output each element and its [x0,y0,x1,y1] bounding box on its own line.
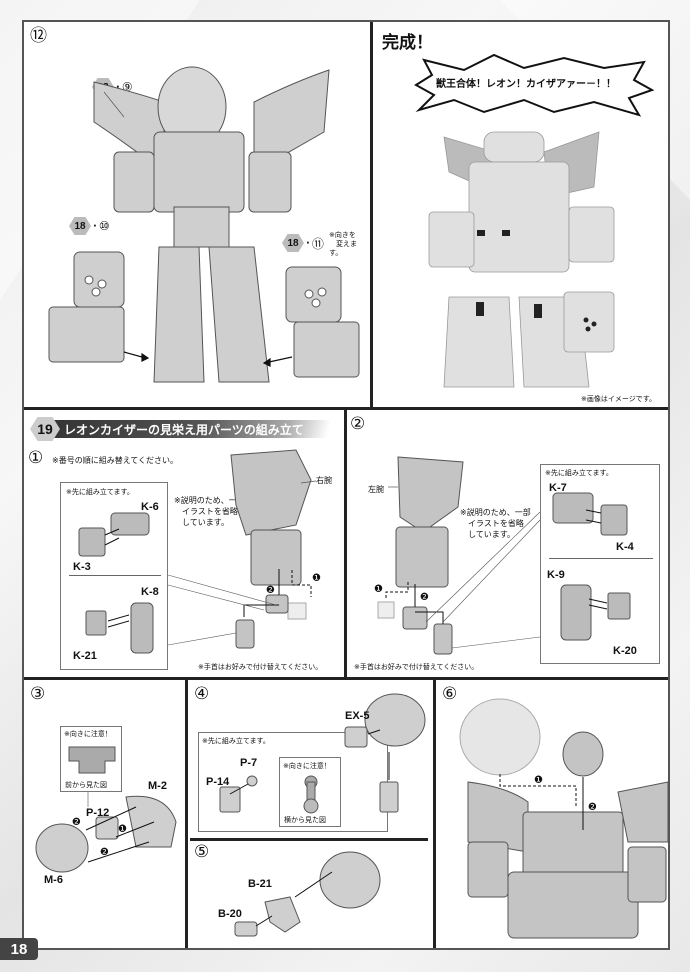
pre-assembly-box: ※先に組み立てます。 ※向きに注意！ 横から見た図 [198,732,388,832]
arm-label: 右腕 [316,476,332,485]
sub-step-6-marker: ⑥ [442,684,458,704]
side-view-part-icon [303,775,319,814]
order-marker-2b: ❷ [100,847,109,858]
part-label-m2: M-2 [148,780,167,792]
part-label-p14: P-14 [206,776,230,788]
page-ref-hex: 18 [69,217,91,235]
step-12-marker: ⑫ [30,26,47,46]
sub-step-5-panel: ⑤ B-21 B-20 [190,842,430,942]
section-number-hex: 19 [30,417,60,441]
front-view-part-icon [68,746,116,774]
order-marker-1: ❶ [534,775,543,786]
side-view-label: 横から見た図 [284,816,326,824]
page-number: 18 [0,938,38,960]
part-label-k8: K-8 [141,586,159,598]
left-arm-illustration [377,456,541,655]
order-marker-1: ❶ [312,573,321,584]
omission-note: ※説明のため、一部 イラストを省略 しています。 [460,508,531,539]
part-label-p7: P-7 [240,757,258,769]
part-illustration [78,512,154,654]
front-view-label: 前から見た図 [65,781,107,789]
caution-note: ※向きに注意！ [64,730,112,738]
panel-divider [185,680,188,948]
ref-badge-11: 18 ·⑪ [282,234,324,252]
right-arm-illustration [167,449,317,649]
step-12-panel: ⑫ 18 ·⑨ 18 ·⑩ 18 ·⑪ ※向きを 変えます。 [24,22,370,406]
section-title: レオンカイザーの見栄え用パーツの組み立て [64,423,304,437]
panel-divider [370,22,373,408]
part-label-k3: K-3 [73,561,91,573]
neck-assembly-illustration [219,693,426,813]
caution-box: ※向きに注意！ 横から見た図 [279,757,341,827]
sub-step-5-marker: ⑤ [194,842,210,862]
ref-number: ⑪ [311,236,324,251]
order-marker-2: ❷ [72,817,81,828]
image-disclaimer: ※画像はイメージです。 [581,395,657,403]
sub-step-1-marker: ① [28,448,44,468]
part-label-k7: K-7 [549,482,567,494]
box-divider [549,558,653,559]
hand-swap-note: ※手首はお好みで付け替えてください。 [354,663,479,671]
pre-assembly-box: ※先に組み立てます。 K-6 K-3 K-8 K-21 [60,482,168,670]
order-marker-2: ❷ [588,802,597,813]
part-label-k4: K-4 [616,541,634,553]
panel-divider [344,410,347,678]
page-ref-hex: 18 [282,234,304,252]
part-label-k20: K-20 [613,645,637,657]
pre-assembly-note: ※先に組み立てます。 [202,737,270,745]
head-assembly-illustration [35,792,177,873]
part-label-b21: B-21 [248,878,272,890]
order-marker-1: ❶ [374,584,383,595]
complete-title: 完成！ [382,33,433,53]
panel-divider [433,680,436,948]
speech-text: 獣王合体！レオン！カイザアァー－！！ [436,79,616,90]
part-label-k9: K-9 [547,569,565,581]
pre-assembly-box: ※先に組み立てます。 K-7 K-4 K-9 K-20 [540,464,660,664]
part-label-k21: K-21 [73,650,97,662]
order-marker-1: ❶ [118,824,127,835]
completed-robot-photo [428,131,615,388]
robot-illustration [48,66,360,383]
part-label-b20: B-20 [218,908,242,920]
pre-assembly-note: ※先に組み立てます。 [545,469,613,477]
sub-step-4-panel: ④ ※先に組み立てます。 ※向きに注意！ 横から見た図 P-7 P-14 EX [190,682,430,834]
part-label-ex5: EX-5 [345,710,370,722]
caution-note: ※向きに注意！ [283,762,331,770]
jaw-assembly-illustration [234,851,381,937]
order-marker-2: ❷ [420,592,429,603]
ref-number: ⑨ [121,80,133,94]
sub-step-2-panel: ② 左腕 ※説明のため、一部 イラストを省略 しています。 ※先に組み立てます。… [348,412,668,676]
sub-step-1-panel: ① ※番号の順に組み替えてください。 ※先に組み立てます。 K-6 K-3 K-… [26,445,344,675]
ref-badge-10: 18 ·⑩ [69,217,110,235]
sub-step-6-panel: ⑥ ❶ ❷ [438,682,669,948]
section-divider [24,407,668,410]
part-label-m6: M-6 [44,874,63,886]
section-divider [24,677,668,680]
caution-box: ※向きに注意！ 前から見た図 [60,726,122,792]
box-divider [69,575,161,576]
sub-step-4-marker: ④ [194,684,210,704]
part-label-k6: K-6 [141,501,159,513]
sub-step-3-panel: ③ ※向きに注意！ 前から見た図 M-2 P-12 M-6 ❶ ❷ ❷ [26,682,184,948]
sub-step-2-marker: ② [350,414,366,434]
orientation-note: ※向きを 変えます。 [329,231,357,257]
section-19-header: 19 レオンカイザーの見栄え用パーツの組み立て [30,417,335,441]
order-marker-2: ❷ [266,585,275,596]
sub-step-3-marker: ③ [30,684,46,704]
pre-assembly-note: ※先に組み立てます。 [66,488,134,496]
omission-note: ※説明のため、一部 イラストを省略 しています。 [174,496,245,527]
arm-label: 左腕 [368,485,384,494]
order-instruction: ※番号の順に組み替えてください。 [52,456,179,465]
speech-bubble-icon [414,53,655,117]
section-number: 19 [37,421,53,437]
ref-number: ⑩ [98,219,110,233]
panel-divider [190,838,428,841]
hand-swap-note: ※手首はお好みで付け替えてください。 [198,663,323,671]
part-label-p12: P-12 [86,807,110,819]
head-install-illustration [459,698,669,939]
complete-panel: 完成！ 獣王合体！レオン！カイザアァー－！！ ※画像はイメージです。 [374,22,668,406]
part-illustration [552,492,631,641]
